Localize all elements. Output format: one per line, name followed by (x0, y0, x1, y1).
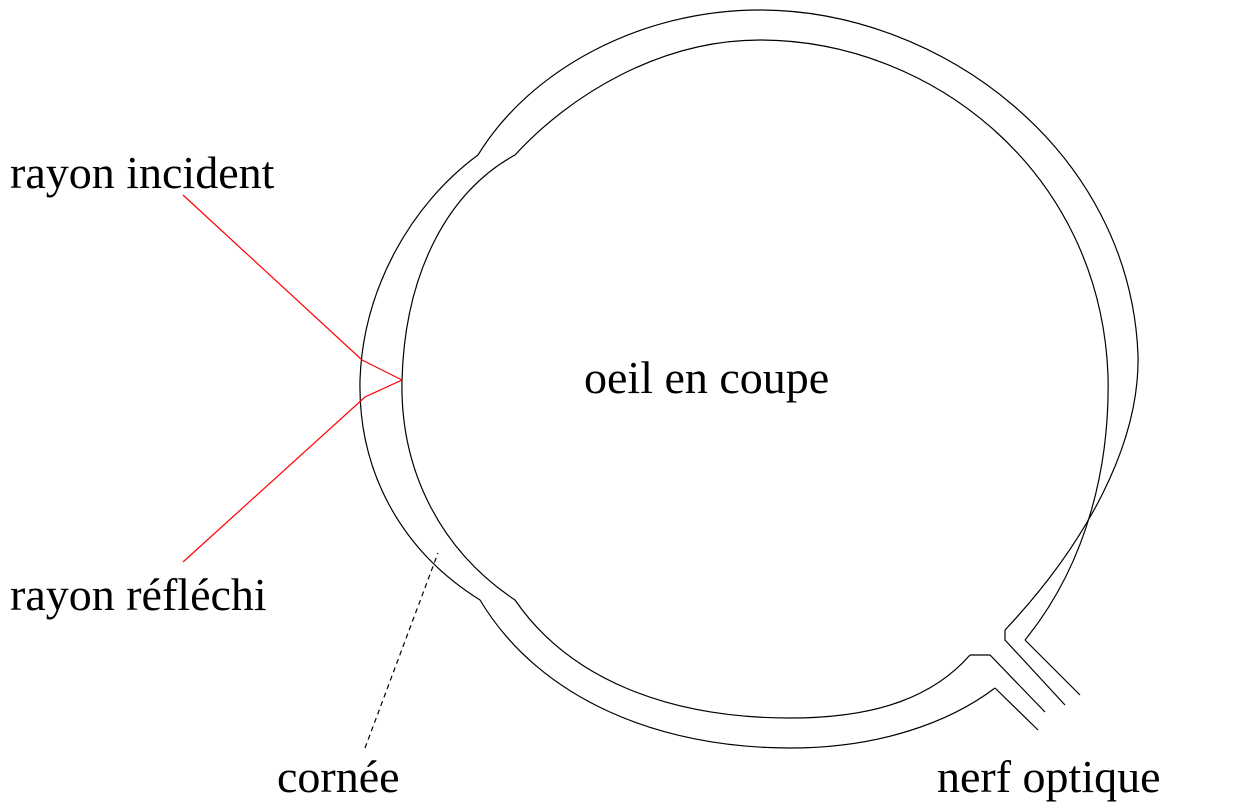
optic-nerve-inner-lower (970, 654, 1046, 713)
incident-ray (182, 194, 403, 381)
optic-nerve-outer-upper (1004, 630, 1066, 706)
cornea-leader-line (364, 552, 439, 749)
optic-nerve (970, 630, 1081, 731)
optic-nerve-inner-upper (1024, 639, 1081, 696)
reflected-ray-label: rayon réfléchi (10, 569, 267, 620)
eye-center-label: oeil en coupe (584, 352, 829, 403)
light-rays (182, 194, 403, 563)
incident-ray-label: rayon incident (10, 147, 275, 198)
eye-outer-outline (359, 9, 1139, 749)
eye-inner-outline (401, 39, 1109, 719)
cornea-label: cornée (277, 751, 400, 802)
optic-nerve-label: nerf optique (937, 751, 1161, 802)
reflected-ray (182, 379, 403, 563)
optic-nerve-outer-lower (994, 687, 1039, 731)
